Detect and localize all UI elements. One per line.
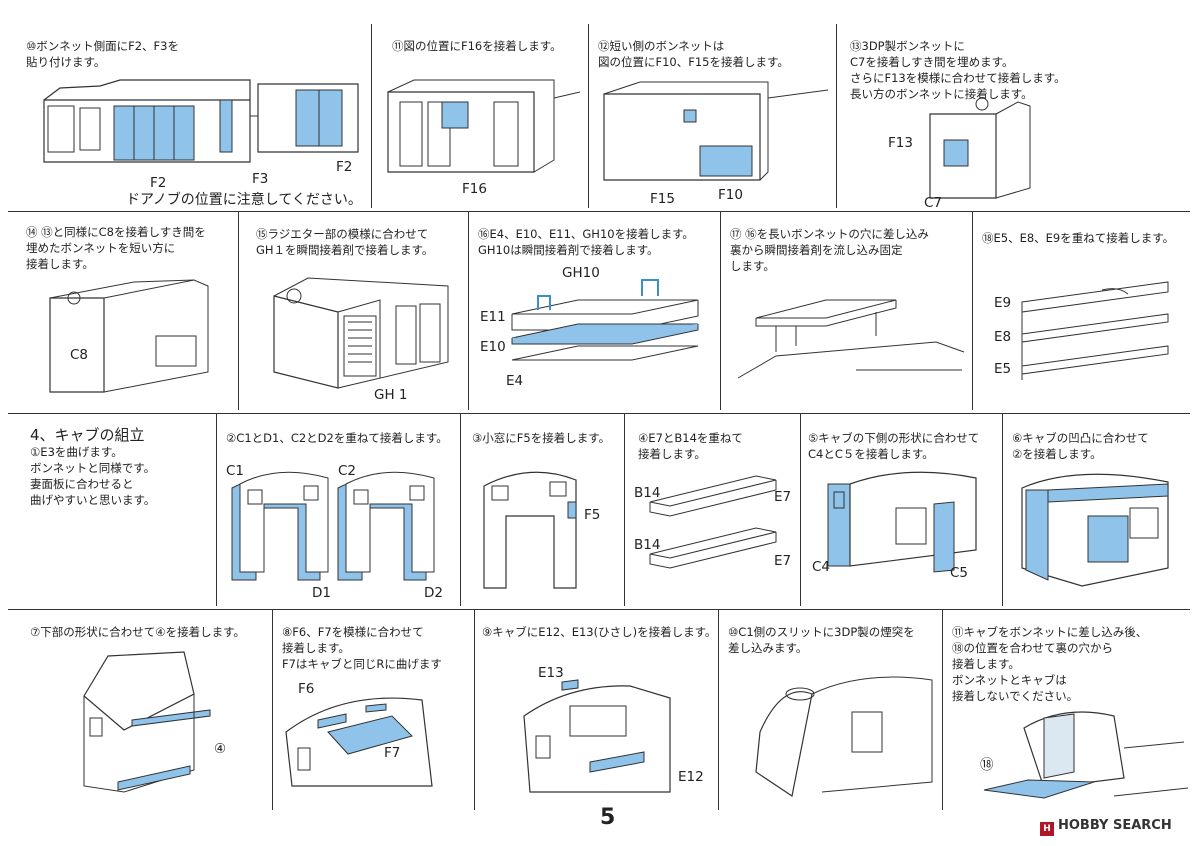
part-label-e7: E7 [774,489,792,505]
step-14-instruction: ⑭ ⑬と同様にC8を接着しすき間を 埋めたボンネットを短い方に 接着します。 [26,225,206,271]
step-18-instruction: ⑱E5、E8、E9を重ねて接着します。 [982,231,1175,245]
part-label-e12: E12 [678,769,704,785]
part-label-f7: F7 [384,745,401,761]
part-label-e10: E10 [480,339,506,355]
cab-panel-figure [483,471,577,589]
part-label-f10: F10 [718,187,743,203]
divider [942,610,943,810]
cab-visor-figure [523,679,671,793]
divider [238,212,239,410]
step-1-instruction: ①E3を曲げます。 ボンネットと同様です。 妻面板に合わせると 曲げやすいと思い… [30,445,156,507]
step-12-instruction: ⑫短い側のボンネットは 図の位置にF10、F15を接着します。 [598,39,789,69]
bar-parts-figure [649,475,777,569]
part-label-e7: E7 [774,553,792,569]
divider [718,610,719,810]
part-label-f3: F3 [252,171,269,187]
divider [216,414,217,606]
cab-base-figure [83,651,211,793]
divider [624,414,625,606]
cab-lower-figure [827,471,977,573]
part-label-e13: E13 [538,665,564,681]
part-label-c7: C7 [924,195,943,211]
part-label-c2: C2 [338,463,357,479]
part-label-b14: B14 [634,485,661,501]
step-10-caution-note: ドアノブの位置に注意してください。 [126,192,362,208]
plate-insert-figure [737,299,965,379]
part-label-f2: F2 [150,175,167,191]
step-11b-instruction: ⑪キャブをボンネットに差し込み後、 ⑱の位置を合わせて裏の穴から 接着します。 … [952,625,1148,703]
part-label-c5: C5 [950,565,969,581]
divider [588,24,589,208]
part-label-c8: C8 [70,347,89,363]
divider [371,24,372,208]
part-label-e5: E5 [994,361,1012,377]
part-label-f6: F6 [298,681,315,697]
chimney-figure [755,676,933,797]
step-8-instruction: ⑧F6、F7を模様に合わせて 接着します。 F7はキャブと同じRに曲げます [282,625,442,671]
watermark-logo-icon: H [1040,822,1054,836]
step-2-instruction: ②C1とD1、C2とD2を重ねて接着します。 [226,431,448,445]
divider [474,610,475,810]
divider [468,212,469,410]
part-label-c4: C4 [812,559,831,575]
step-9-instruction: ⑨キャブにE12、E13(ひさし)を接着します。 [482,625,717,639]
step-13-instruction: ⑬3DP製ボンネットに C7を接着しすき間を埋めます。 さらにF13を模様に合わ… [850,39,1066,101]
divider [8,211,1190,212]
part-label-f5: F5 [584,507,601,523]
cab-panel-pair-figure [231,471,435,581]
step-17-instruction: ⑰ ⑯を長いボンネットの穴に差し込み 裏から瞬間接着剤を流し込み固定 します。 [730,227,929,273]
part-label-e9: E9 [994,295,1012,311]
divider [720,212,721,410]
part-label-gh10: GH10 [562,265,600,281]
divider [1002,414,1003,606]
short-bonnet-assembly-figure [49,279,209,393]
part-label-d1: D1 [312,585,331,601]
divider [972,212,973,410]
step-16-instruction: ⑯E4、E10、E11、GH10を接着します。 GH10は瞬間接着剤で接着します… [478,227,694,257]
section-heading: 4、キャブの組立 [30,426,145,444]
part-label-f13: F13 [888,135,913,151]
layered-plates-figure [1021,281,1169,380]
step-4-instruction: ④E7とB14を重ねて 接着します。 [638,431,743,461]
part-label-c1: C1 [226,463,245,479]
page-number: 5 [600,805,616,830]
part-label-f2: F2 [336,159,353,175]
part-label-d2: D2 [424,585,443,601]
watermark-text: HOBBY SEARCH [1058,818,1172,833]
watermark: H HOBBY SEARCH [1040,818,1172,836]
step-7-instruction: ⑦下部の形状に合わせて④を接着します。 [30,625,245,639]
part-label-e11: E11 [480,309,506,325]
divider [272,610,273,810]
step-11-instruction: ⑪図の位置にF16を接着します。 [392,39,562,53]
part-label-b14: B14 [634,537,661,553]
step-10-instruction: ⑩ボンネット側面にF2、F3を 貼り付けます。 [26,39,179,69]
part-label-step18-ref: ⑱ [980,757,994,773]
divider [800,414,801,606]
bonnet-side-figure [43,79,359,163]
part-label-gh1: GH 1 [374,387,408,403]
radiator-figure [273,277,449,389]
part-label-step4-ref: ④ [214,741,227,757]
part-label-f16: F16 [462,181,487,197]
divider [8,413,1190,414]
final-assembly-figure [983,711,1189,799]
divider [460,414,461,606]
3dp-bonnet-figure [929,97,1031,199]
step-6-instruction: ⑥キャブの凹凸に合わせて ②を接着します。 [1012,431,1149,461]
part-label-f15: F15 [650,191,675,207]
step-5-instruction: ⑤キャブの下側の形状に合わせて C4とC５を接着します。 [808,431,980,461]
bonnet-end-figure [387,79,581,173]
divider [836,24,837,208]
step-15-instruction: ⑮ラジエター部の模様に合わせて GH１を瞬間接着剤で接着します。 [256,227,434,257]
cab-roof-figure [285,697,433,787]
part-label-e4: E4 [506,373,524,389]
plate-stack-figure [511,279,699,361]
cab-assembled-figure [1021,473,1169,587]
step-10b-instruction: ⑩C1側のスリットに3DP製の煙突を 差し込みます。 [728,625,915,655]
short-bonnet-figure [603,81,829,181]
step-3-instruction: ③小窓にF5を接着します。 [472,431,611,445]
part-label-e8: E8 [994,329,1012,345]
divider [8,609,1190,610]
